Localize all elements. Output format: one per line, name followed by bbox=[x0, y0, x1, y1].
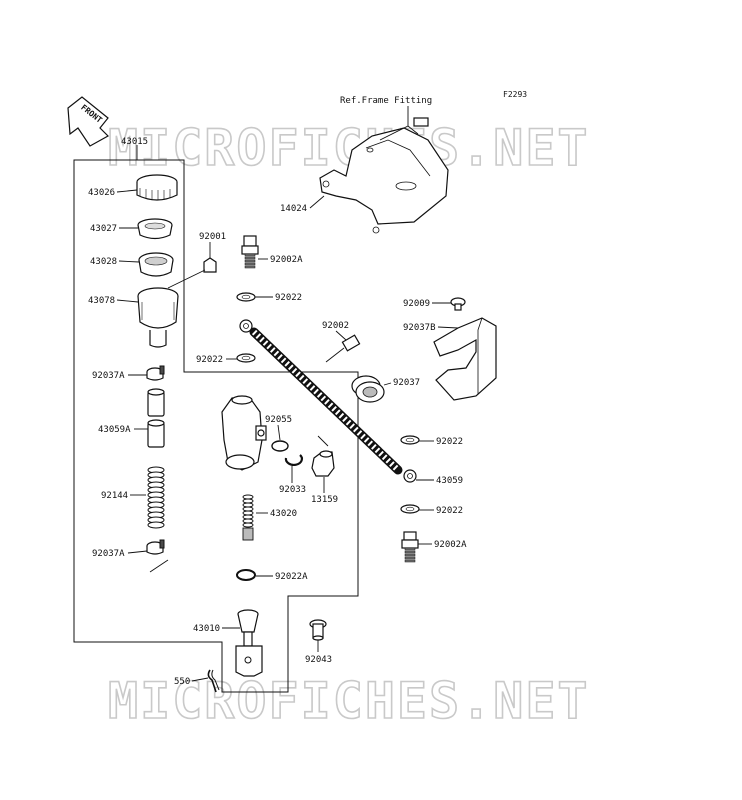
screw-92009-part bbox=[450, 297, 466, 311]
label-92022-b: 92022 bbox=[196, 355, 223, 365]
label-92002A-bottom: 92002A bbox=[434, 540, 467, 550]
reservoir-part bbox=[137, 287, 179, 348]
label-92001: 92001 bbox=[199, 232, 226, 242]
label-92144: 92144 bbox=[101, 491, 128, 501]
diaphragm-part bbox=[138, 252, 174, 277]
bolt-92002-part bbox=[325, 334, 361, 363]
label-43027: 43027 bbox=[90, 224, 117, 234]
cover-14024-part bbox=[319, 106, 449, 234]
figure-code: F2293 bbox=[503, 90, 527, 99]
label-43078: 43078 bbox=[88, 296, 115, 306]
label-group-right: 14024 92009 92037B 92037 92022 43059 920… bbox=[280, 195, 467, 550]
bolt-92001-part bbox=[167, 257, 217, 289]
snap-ring-part bbox=[236, 569, 256, 581]
washer-d-part bbox=[400, 504, 420, 514]
piston-assembly-part bbox=[242, 494, 254, 541]
watermark-bottom: MICROFICHES.NET bbox=[108, 672, 590, 730]
label-92037A-top: 92037A bbox=[92, 371, 125, 381]
label-43026: 43026 bbox=[88, 188, 115, 198]
clevis-pin-part bbox=[309, 619, 327, 641]
label-92022A: 92022A bbox=[275, 572, 308, 582]
o-ring-part bbox=[271, 440, 289, 452]
label-92033: 92033 bbox=[279, 485, 306, 495]
banjo-bolt-bottom-part bbox=[401, 531, 419, 563]
label-92037A-bottom: 92037A bbox=[92, 549, 125, 559]
banjo-bolt-top-part bbox=[241, 235, 259, 269]
label-43020: 43020 bbox=[270, 509, 297, 519]
front-arrow-icon: FRONT bbox=[67, 96, 109, 147]
bracket-92037B-part bbox=[433, 317, 497, 401]
hose-clamp-top-part bbox=[146, 365, 165, 381]
cover-bolt-part bbox=[413, 117, 429, 127]
label-43059: 43059 bbox=[436, 476, 463, 486]
label-92022-c: 92022 bbox=[436, 437, 463, 447]
label-43028: 43028 bbox=[90, 257, 117, 267]
label-92037B: 92037B bbox=[403, 323, 436, 333]
washer-c-part bbox=[400, 435, 420, 445]
spring-part bbox=[147, 466, 165, 529]
ref-frame-fitting-note: Ref.Frame Fitting bbox=[340, 96, 432, 106]
assembly-frame bbox=[73, 159, 359, 693]
washer-a-part bbox=[236, 292, 256, 302]
label-group-left: 43015 43026 43027 43028 43078 92037A 430… bbox=[88, 137, 240, 687]
label-13159: 13159 bbox=[311, 495, 338, 505]
master-cylinder-body-part bbox=[221, 395, 267, 471]
label-92055: 92055 bbox=[265, 415, 292, 425]
label-550: 550 bbox=[174, 677, 190, 687]
hose-clamp-bottom-part bbox=[146, 539, 169, 573]
label-92037: 92037 bbox=[393, 378, 420, 388]
label-43010: 43010 bbox=[193, 624, 220, 634]
label-92002A-top: 92002A bbox=[270, 255, 303, 265]
label-92009: 92009 bbox=[403, 299, 430, 309]
label-92043: 92043 bbox=[305, 655, 332, 665]
label-group-center: 92001 92002A 92022 92022 92002 92055 920… bbox=[196, 232, 349, 665]
washer-b-part bbox=[236, 353, 256, 363]
brake-hose-part bbox=[239, 319, 417, 483]
reservoir-cap-part bbox=[136, 174, 178, 201]
grommet-part bbox=[351, 375, 385, 403]
push-rod-part bbox=[235, 609, 263, 677]
circlip-part bbox=[284, 454, 303, 466]
cotter-pin-part bbox=[207, 669, 220, 693]
label-43015: 43015 bbox=[121, 137, 148, 147]
diaphragm-plate-part bbox=[137, 218, 173, 240]
label-92022-a: 92022 bbox=[275, 293, 302, 303]
label-92002: 92002 bbox=[322, 321, 349, 331]
hose-part bbox=[147, 388, 165, 448]
label-92022-d: 92022 bbox=[436, 506, 463, 516]
label-43059A: 43059A bbox=[98, 425, 131, 435]
label-14024: 14024 bbox=[280, 204, 307, 214]
fitting-part bbox=[311, 435, 335, 477]
